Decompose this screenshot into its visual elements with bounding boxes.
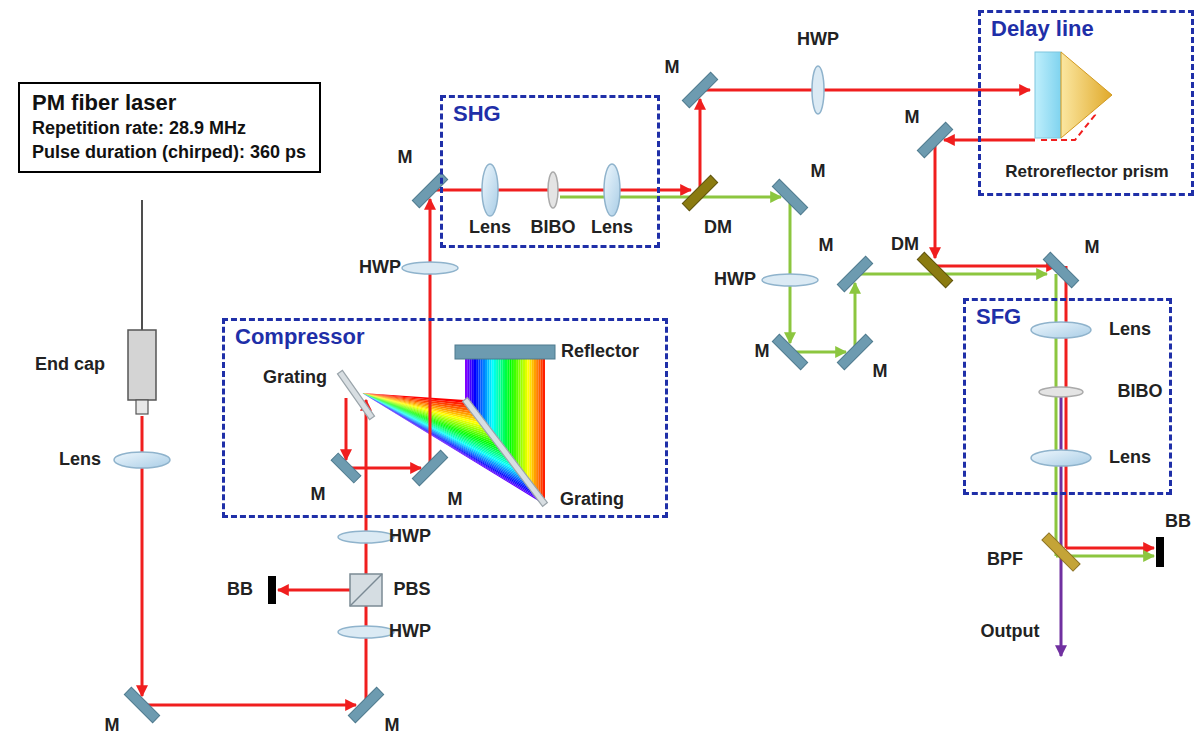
spectrum-band: [496, 359, 498, 444]
fiber: [141, 200, 143, 330]
spectrum-band: [465, 359, 467, 403]
end-cap: [128, 330, 156, 414]
spectrum-band: [509, 359, 511, 461]
spectrum-band: [478, 359, 480, 420]
spectrum-band: [494, 359, 496, 441]
spectrum-band: [505, 359, 507, 455]
node-title: SFG: [976, 304, 1021, 330]
spectrum-band: [532, 359, 534, 490]
component-label: M: [819, 236, 834, 256]
spectrum-band: [534, 359, 536, 493]
spectrum-band: [481, 359, 483, 423]
component-label: Lens: [591, 218, 633, 238]
gratings: [337, 370, 547, 506]
component-label: Retroreflector prism: [1005, 163, 1168, 182]
component-label: M: [905, 108, 920, 128]
component-label: Lens: [469, 218, 511, 238]
component-label: BB: [227, 580, 253, 600]
node-spec: Pulse duration (chirped): 360 ps: [32, 140, 307, 164]
half-wave-plates: [338, 66, 824, 638]
component-label: DM: [891, 235, 919, 255]
component-label: BIBO: [531, 218, 576, 238]
spectrum-band: [541, 359, 543, 502]
component-label: M: [398, 148, 413, 168]
reflector: [455, 345, 555, 359]
spectrum-band: [492, 359, 494, 438]
spectrum-band: [507, 359, 509, 458]
component-label: Grating: [560, 490, 624, 510]
component-label: M: [105, 716, 120, 736]
spectrum-band: [516, 359, 518, 470]
node-spec: Repetition rate: 28.9 MHz: [32, 116, 307, 140]
component-label: BIBO: [1118, 382, 1163, 402]
component-label: BPF: [987, 550, 1023, 570]
spectrum-band: [521, 359, 523, 476]
component-label: M: [385, 716, 400, 736]
component-label: M: [811, 162, 826, 182]
component-label: Output: [981, 622, 1040, 642]
component-label: Reflector: [561, 342, 639, 362]
bandpass-filter: [1042, 533, 1080, 571]
component-label: M: [311, 485, 326, 505]
sum-frequency-beam: [1060, 395, 1063, 656]
beam-block: [1156, 537, 1164, 567]
spectrum-band: [529, 359, 531, 488]
component-label: M: [665, 58, 680, 78]
spectrum-band: [485, 359, 487, 429]
component-label: PBS: [393, 580, 430, 600]
component-label: Lens: [1109, 448, 1151, 468]
spectrum-band: [487, 359, 489, 432]
component-label: M: [755, 342, 770, 362]
bibo-crystals: [548, 172, 1083, 397]
component-label: Grating: [263, 368, 327, 388]
fundamental-beam: [142, 90, 1154, 705]
spectrum-band: [536, 359, 538, 496]
component-label: BB: [1165, 512, 1191, 532]
component-label: HWP: [389, 527, 431, 547]
component-label: Lens: [59, 450, 101, 470]
beam-block: [268, 576, 276, 604]
laser-box: PM fiber laserRepetition rate: 28.9 MHzP…: [18, 82, 321, 173]
node-title: Delay line: [991, 16, 1094, 42]
node-title: PM fiber laser: [32, 90, 307, 116]
node-title: Compressor: [235, 324, 365, 350]
spectrum-band: [525, 359, 527, 482]
spectrum-band: [501, 359, 503, 450]
retroreflector-prism: [1035, 52, 1112, 138]
component-label: HWP: [359, 258, 401, 278]
component-label: HWP: [797, 30, 839, 50]
polarizing-beam-splitter: [350, 574, 382, 606]
component-label: HWP: [714, 270, 756, 290]
component-label: End cap: [35, 355, 105, 375]
component-label: HWP: [389, 622, 431, 642]
spectrum-band: [543, 359, 545, 505]
lenses: [114, 164, 1091, 468]
spectrum-band: [538, 359, 540, 499]
component-label: M: [1085, 238, 1100, 258]
spectrum-band: [527, 359, 529, 485]
spectrum-band: [512, 359, 514, 464]
node-title: SHG: [453, 101, 501, 127]
component-label: DM: [704, 218, 732, 238]
spectrum-band: [523, 359, 525, 479]
second-harmonic-beam: [560, 197, 1154, 556]
dispersed-spectrum: [362, 359, 545, 505]
spectrum-band: [489, 359, 491, 435]
component-label: M: [873, 362, 888, 382]
component-label: M: [448, 490, 463, 510]
spectrum-band: [498, 359, 500, 447]
spectrum-band: [518, 359, 520, 473]
component-label: Lens: [1109, 320, 1151, 340]
spectrum-band: [503, 359, 505, 453]
spectrum-band: [514, 359, 516, 467]
spectrum-band: [483, 359, 485, 426]
